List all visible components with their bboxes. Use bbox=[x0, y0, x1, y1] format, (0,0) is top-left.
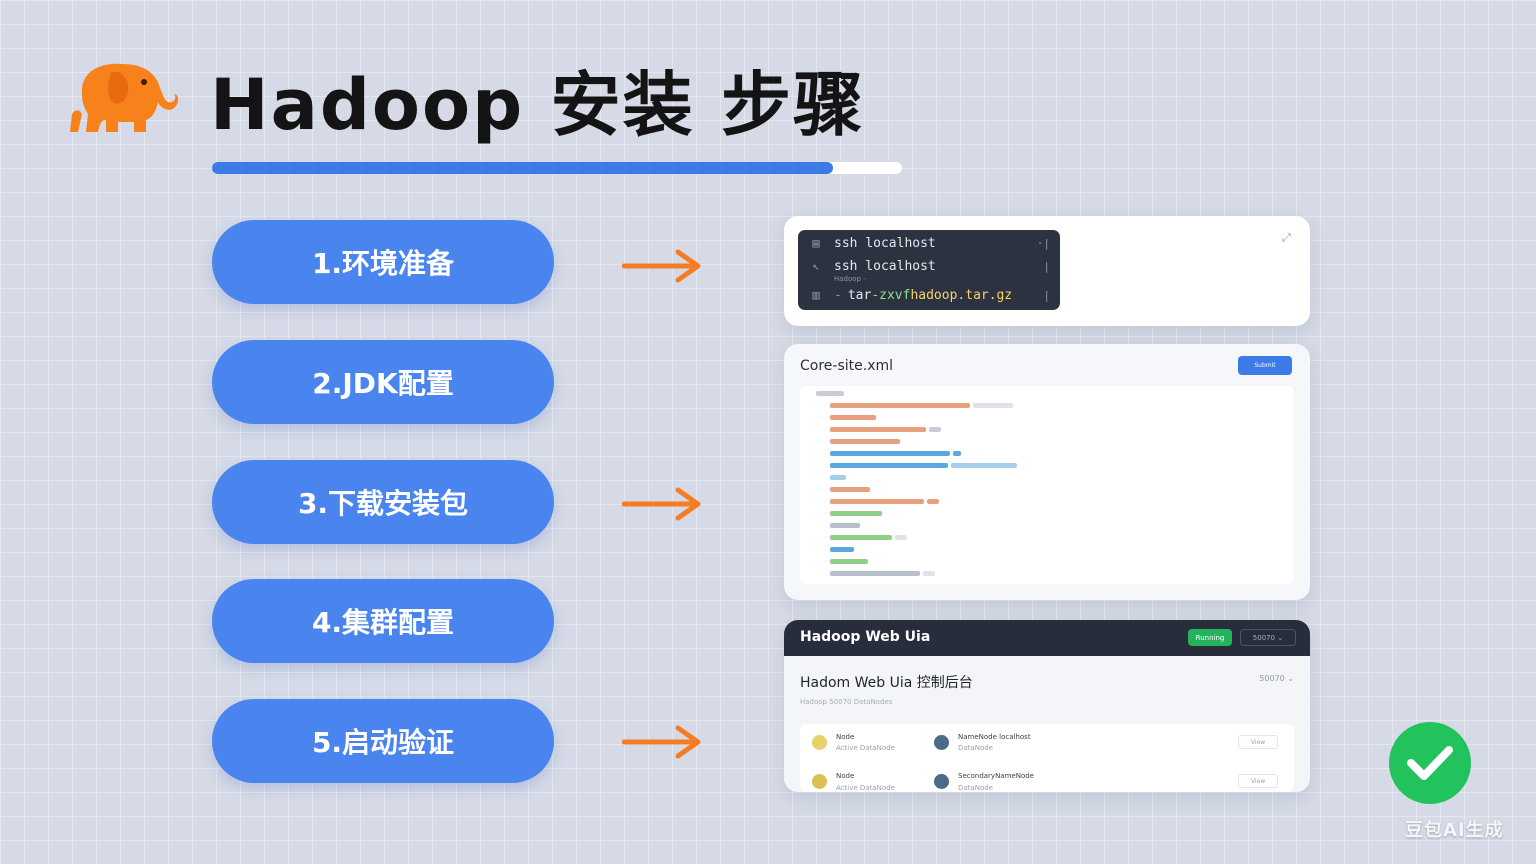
expand-icon[interactable]: ⤢ bbox=[1282, 231, 1291, 244]
node-avatar bbox=[934, 735, 949, 750]
terminal-subtext: Hadoop - bbox=[834, 275, 866, 283]
chevron-down-icon: ⌄ bbox=[1287, 674, 1294, 683]
code-line bbox=[830, 436, 900, 448]
check-icon bbox=[1407, 746, 1453, 780]
disk-icon: ▥ bbox=[812, 288, 820, 302]
submit-button[interactable]: Submit bbox=[1238, 356, 1292, 375]
code-line bbox=[830, 508, 882, 520]
code-line bbox=[830, 412, 876, 424]
node-table: Node Active DataNode NameNode localhost … bbox=[800, 724, 1294, 792]
web-ui-title: Hadom Web Uia 控制后台 bbox=[800, 675, 973, 691]
code-line bbox=[830, 496, 939, 508]
server-icon: ▤ bbox=[812, 236, 820, 250]
port-select[interactable]: 50070 ⌄ bbox=[1240, 629, 1296, 646]
code-line bbox=[830, 520, 860, 532]
terminal-prompt: - bbox=[834, 287, 842, 303]
web-ui-body: Hadom Web Uia 控制后台 50070 ⌄ Hadoop 50070 … bbox=[784, 656, 1310, 792]
cursor-icon: | bbox=[1043, 288, 1050, 302]
arrow-right-icon bbox=[622, 249, 701, 283]
step-button-4[interactable]: 4.集群配置 bbox=[212, 579, 554, 663]
web-ui-header: Hadoop Web Uia Running 50070 ⌄ bbox=[784, 620, 1310, 656]
arrow-right-icon bbox=[622, 725, 701, 759]
node-detail: DataNode bbox=[958, 744, 993, 752]
elephant-icon bbox=[68, 58, 179, 136]
code-line bbox=[830, 400, 1013, 412]
table-row[interactable]: Node Active DataNode SecondaryNameNode D… bbox=[800, 764, 1294, 792]
code-line bbox=[830, 484, 870, 496]
config-editor-panel: Core-site.xml Submit bbox=[784, 344, 1310, 600]
filter-value: 50070 bbox=[1259, 674, 1285, 683]
node-avatar bbox=[812, 735, 827, 750]
tool-icon: ↖ bbox=[812, 259, 820, 273]
code-line bbox=[830, 448, 961, 460]
node-name: SecondaryNameNode bbox=[958, 772, 1034, 780]
web-ui-panel: Hadoop Web Uia Running 50070 ⌄ Hadom Web… bbox=[784, 620, 1310, 792]
chevron-down-icon: ⌄ bbox=[1277, 633, 1284, 642]
terminal-command: tar bbox=[847, 287, 872, 303]
status-badge[interactable]: Running bbox=[1188, 629, 1232, 646]
node-avatar bbox=[812, 774, 827, 789]
progress-bar-fill bbox=[212, 162, 833, 174]
node-detail: Active DataNode bbox=[836, 784, 895, 792]
terminal-line: ↖ ssh localhost | bbox=[798, 255, 1060, 277]
config-file-title: Core-site.xml bbox=[800, 358, 894, 374]
filter-select[interactable]: 50070 ⌄ bbox=[1259, 674, 1294, 683]
cursor-icon: | bbox=[1043, 259, 1050, 273]
node-detail: DataNode bbox=[958, 784, 993, 792]
terminal-line: ▤ ssh localhost ·| bbox=[798, 232, 1060, 254]
code-line bbox=[830, 556, 868, 568]
view-button[interactable]: View bbox=[1238, 735, 1278, 749]
node-name: NameNode localhost bbox=[958, 733, 1031, 741]
code-line bbox=[830, 532, 907, 544]
node-avatar bbox=[934, 774, 949, 789]
terminal-flag: -zxvf bbox=[871, 287, 911, 303]
code-line bbox=[830, 424, 941, 436]
code-editor[interactable] bbox=[800, 386, 1294, 584]
terminal-file: hadoop.tar.gz bbox=[910, 287, 1013, 303]
port-select-value: 50070 bbox=[1252, 633, 1276, 642]
step-button-2[interactable]: 2.JDK配置 bbox=[212, 340, 554, 424]
cursor-icon: ·| bbox=[1036, 236, 1050, 250]
watermark: 豆包AI生成 bbox=[1405, 820, 1504, 841]
node-detail: Active DataNode bbox=[836, 744, 895, 752]
code-line bbox=[830, 568, 935, 580]
web-ui-header-title: Hadoop Web Uia bbox=[800, 629, 931, 645]
terminal-window[interactable]: ▤ ssh localhost ·| ↖ ssh localhost | Had… bbox=[798, 230, 1060, 310]
step-button-3[interactable]: 3.下载安装包 bbox=[212, 460, 554, 544]
code-line bbox=[816, 388, 844, 400]
view-button[interactable]: View bbox=[1238, 774, 1278, 788]
progress-bar bbox=[212, 162, 902, 174]
step-button-5[interactable]: 5.启动验证 bbox=[212, 699, 554, 783]
code-line bbox=[830, 460, 1017, 472]
arrow-right-icon bbox=[622, 487, 701, 521]
node-name: Node bbox=[836, 772, 855, 780]
terminal-command: ssh localhost bbox=[834, 235, 936, 251]
code-line bbox=[830, 472, 846, 484]
check-circle-icon bbox=[1389, 722, 1471, 804]
table-row[interactable]: Node Active DataNode NameNode localhost … bbox=[800, 724, 1294, 758]
page-title: Hadoop 安装 步骤 bbox=[210, 64, 865, 146]
code-line bbox=[830, 544, 854, 556]
terminal-panel: ▤ ssh localhost ·| ↖ ssh localhost | Had… bbox=[784, 216, 1310, 326]
step-button-1[interactable]: 1.环境准备 bbox=[212, 220, 554, 304]
terminal-command: ssh localhost bbox=[834, 258, 936, 274]
web-ui-subtitle: Hadoop 50070 DataNodes bbox=[800, 698, 893, 706]
terminal-line: ▥ - tar -zxvf hadoop.tar.gz | bbox=[798, 284, 1060, 306]
node-name: Node bbox=[836, 733, 855, 741]
